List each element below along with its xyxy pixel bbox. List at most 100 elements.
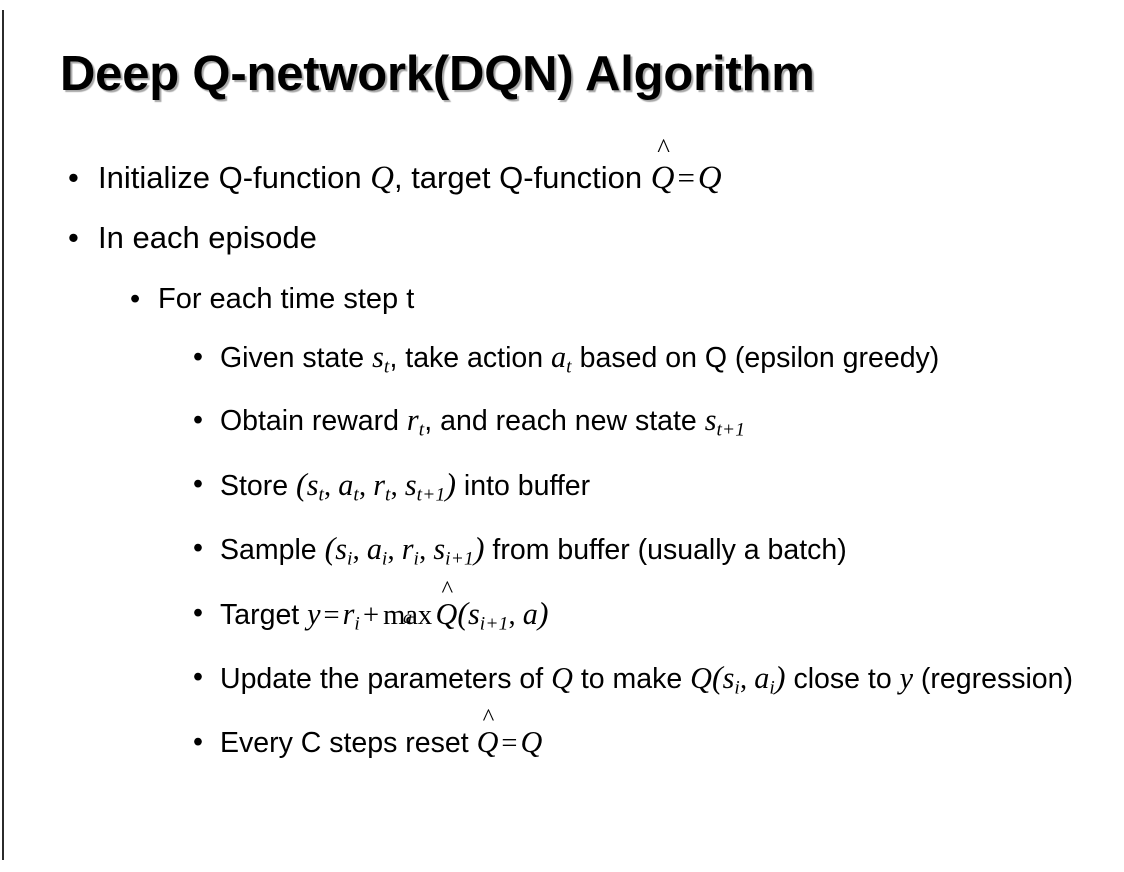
math-var-y: y bbox=[899, 661, 914, 696]
math-paren-close: ) bbox=[774, 660, 786, 696]
text-fragment: Store bbox=[220, 469, 297, 502]
bullet-text: Given state st, take action at based on … bbox=[220, 334, 1104, 390]
text-fragment: Given state bbox=[220, 342, 373, 374]
bullet-marker: • bbox=[193, 341, 203, 373]
bullet-marker: • bbox=[193, 532, 203, 565]
bullet-text: Obtain reward rt, and reach new state st… bbox=[220, 397, 1104, 453]
math-comma: , bbox=[508, 599, 523, 631]
page-title: Deep Q-network(DQN) Algorithm bbox=[60, 47, 815, 101]
text-fragment: from buffer (usually a batch) bbox=[484, 534, 847, 567]
math-var-y: y bbox=[307, 596, 321, 631]
math-var-q-base: Q bbox=[476, 724, 499, 759]
bullet-text: For each time step t bbox=[158, 283, 415, 315]
bullet-marker: • bbox=[193, 661, 203, 694]
math-subscript: i bbox=[381, 548, 388, 570]
slide-body: • Initialize Q-function Q, target Q-func… bbox=[0, 134, 1124, 767]
math-subscript: t bbox=[383, 356, 390, 378]
math-var-q-hat: ^Q bbox=[650, 134, 675, 208]
math-var-s: s bbox=[335, 532, 347, 567]
math-subscript: i bbox=[413, 548, 420, 570]
math-var-a: a bbox=[338, 467, 354, 502]
math-var-s-next: s bbox=[404, 467, 417, 502]
math-var-q-base: Q bbox=[435, 596, 458, 631]
bullet-text: Initialize Q-function Q, target Q-functi… bbox=[98, 134, 1124, 208]
bullet-marker: • bbox=[68, 160, 79, 195]
math-paren-open: ( bbox=[296, 466, 307, 502]
math-var-r: r bbox=[406, 403, 419, 438]
math-var-q: Q bbox=[551, 661, 573, 696]
math-paren-open: ( bbox=[711, 660, 723, 696]
math-subscript: i bbox=[346, 548, 353, 570]
math-var-r: r bbox=[342, 596, 355, 631]
math-var-q-hat: ^Q bbox=[435, 578, 458, 638]
math-paren-close: ) bbox=[537, 595, 549, 631]
text-fragment: , take action bbox=[389, 342, 552, 374]
bullet-text: Sample (si, ai, ri, si+1) from buffer (u… bbox=[220, 525, 1104, 582]
math-comma: , bbox=[387, 535, 402, 567]
bullet-item-initialize: • Initialize Q-function Q, target Q-func… bbox=[0, 134, 1124, 208]
math-comma: , bbox=[324, 470, 339, 502]
bullet-text: In each episode bbox=[98, 220, 317, 255]
math-subscript: i bbox=[734, 677, 740, 699]
text-fragment: Target bbox=[220, 598, 308, 631]
bullet-marker: • bbox=[193, 467, 203, 500]
text-fragment: , target Q-function bbox=[393, 160, 651, 195]
math-var-q: Q bbox=[520, 724, 543, 759]
text-fragment: into buffer bbox=[456, 469, 591, 502]
math-equals: = bbox=[501, 727, 518, 759]
math-subscript: i+1 bbox=[479, 613, 509, 635]
bullet-marker: • bbox=[193, 404, 203, 437]
bullet-item-sample-batch: • Sample (si, ai, ri, si+1) from buffer … bbox=[0, 525, 1124, 582]
math-comma: , bbox=[390, 470, 405, 502]
bullet-text: Every C steps reset ^Q=Q bbox=[220, 705, 1104, 767]
math-var-q-base: Q bbox=[650, 160, 675, 196]
math-paren-close: ) bbox=[473, 531, 485, 567]
text-fragment: (regression) bbox=[913, 663, 1073, 696]
bullet-item-in-each-episode: • In each episode bbox=[0, 208, 1124, 268]
bullet-text: Store (st, at, rt, st+1) into buffer bbox=[220, 461, 1104, 518]
math-var-q2: Q bbox=[690, 661, 712, 696]
text-fragment: Initialize Q-function bbox=[98, 160, 371, 195]
math-var-q-hat: ^Q bbox=[476, 705, 499, 766]
bullet-marker: • bbox=[193, 596, 203, 629]
math-var-a: a bbox=[366, 532, 382, 567]
bullet-marker: • bbox=[193, 725, 203, 758]
math-subscript: t bbox=[418, 419, 425, 441]
text-fragment: close to bbox=[785, 663, 900, 696]
math-comma: , bbox=[739, 664, 755, 696]
text-fragment: Sample bbox=[220, 534, 325, 567]
math-subscript: t bbox=[318, 484, 325, 506]
math-comma: , bbox=[419, 535, 434, 567]
math-subscript: t bbox=[385, 484, 391, 506]
math-comma: , bbox=[359, 470, 374, 502]
math-comma: , bbox=[352, 535, 367, 567]
math-subscript: t+1 bbox=[716, 419, 746, 441]
math-var-s-next: s bbox=[433, 532, 446, 567]
math-var-r: r bbox=[373, 467, 386, 502]
text-fragment: Update the parameters of bbox=[220, 663, 552, 696]
math-paren-open: ( bbox=[457, 595, 468, 631]
bullet-item-for-each-time-step: • For each time step t bbox=[0, 271, 1124, 327]
math-equals: = bbox=[323, 599, 340, 631]
math-var-s: s bbox=[467, 596, 480, 631]
text-fragment: Obtain reward bbox=[220, 405, 407, 438]
bullet-marker: • bbox=[68, 220, 79, 255]
math-subscript: i+1 bbox=[445, 548, 474, 570]
math-var-s: s bbox=[722, 661, 735, 696]
math-var-a: a bbox=[754, 661, 770, 696]
math-subscript: i bbox=[769, 677, 775, 699]
math-subscript: t bbox=[353, 484, 359, 506]
text-fragment: Every C steps reset bbox=[220, 726, 477, 759]
math-subscript: t bbox=[566, 356, 572, 378]
math-var-s: s bbox=[704, 403, 717, 438]
math-max-label: max bbox=[383, 599, 433, 631]
hat-accent-icon: ^ bbox=[482, 704, 495, 732]
bullet-item-given-state: • Given state st, take action at based o… bbox=[0, 334, 1124, 390]
bullet-item-obtain-reward: • Obtain reward rt, and reach new state … bbox=[0, 397, 1124, 453]
math-plus: + bbox=[362, 599, 380, 631]
text-fragment: based on Q (epsilon greedy) bbox=[571, 342, 940, 374]
hat-accent-icon: ^ bbox=[441, 576, 454, 604]
